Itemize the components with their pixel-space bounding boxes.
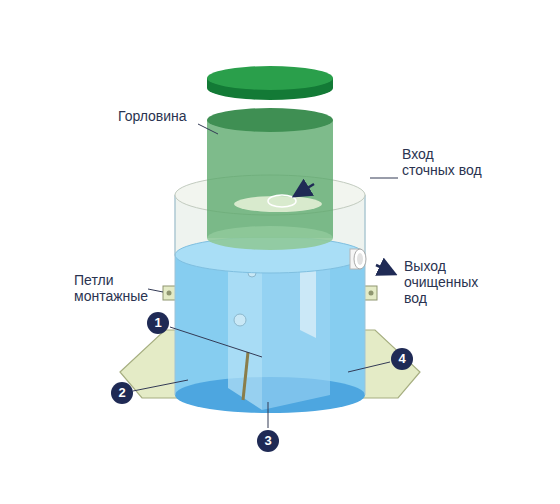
part-label: Горловина <box>118 108 198 124</box>
callout-number: 3 <box>257 430 279 452</box>
outlet-arrow <box>376 265 393 273</box>
inlet-arrow <box>296 184 314 195</box>
part-label: Петли монтажные <box>74 272 154 304</box>
outlet-label: Выход очищенных вод <box>404 258 494 306</box>
inlet-label: Вход сточных вод <box>402 146 482 178</box>
callout-number: 2 <box>111 382 133 404</box>
callout-number: 1 <box>147 312 169 334</box>
callout-number: 4 <box>391 348 413 370</box>
